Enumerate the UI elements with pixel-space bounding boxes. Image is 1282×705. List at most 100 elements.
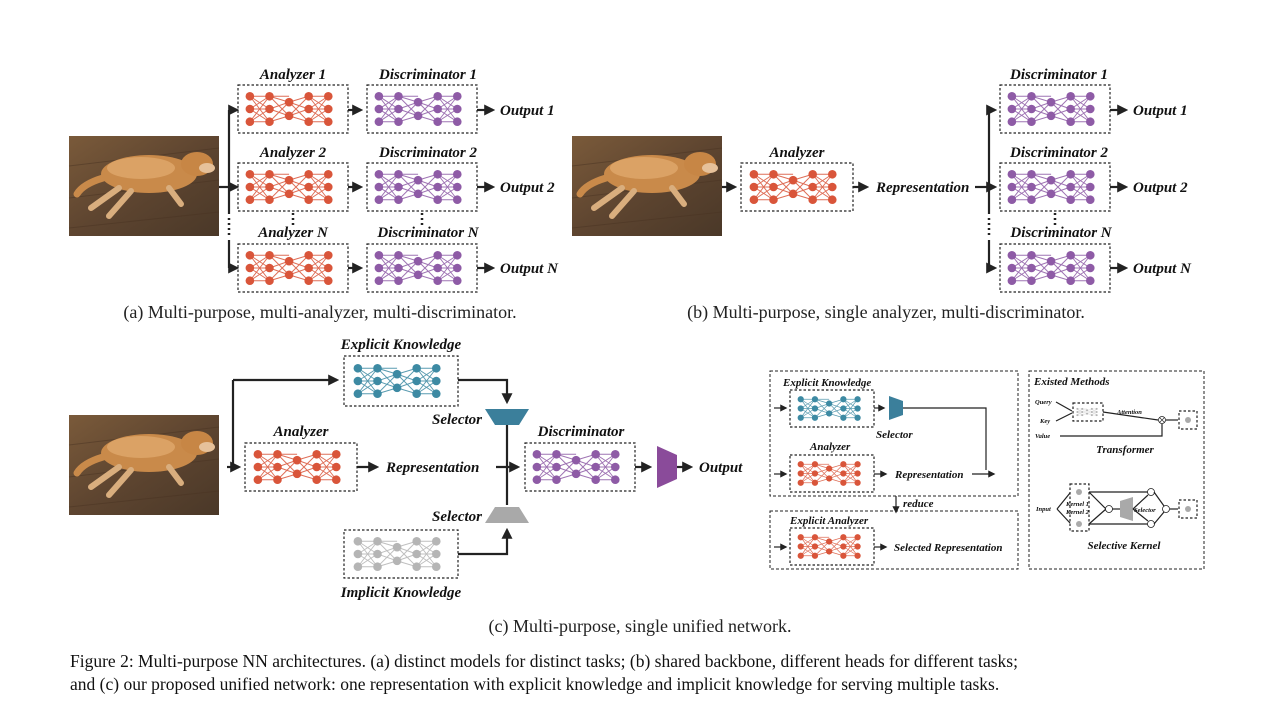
discriminator-1-label-b: Discriminator 1 bbox=[1009, 67, 1108, 83]
sk-add-output-icon bbox=[1162, 505, 1170, 513]
figure-caption: Figure 2: Multi-purpose NN architectures… bbox=[70, 650, 1220, 696]
analyzer-n-network bbox=[245, 250, 333, 286]
value-label: Value bbox=[1035, 433, 1050, 440]
transformer-nn bbox=[1076, 407, 1098, 417]
analyzer-network-b bbox=[749, 169, 837, 205]
inset-right: Existed Methods Query Key Value Attentio… bbox=[1028, 370, 1205, 570]
panel-b: Analyzer Representation Discriminator 1 … bbox=[572, 67, 1192, 323]
query-label: Query bbox=[1035, 399, 1052, 406]
output-n-label-b: Output N bbox=[1133, 261, 1192, 277]
implicit-knowledge-label: Implicit Knowledge bbox=[340, 585, 462, 601]
discriminator-1-network-b bbox=[1007, 91, 1095, 127]
output-1-label-b: Output 1 bbox=[1133, 103, 1188, 119]
explicit-selector-shape bbox=[485, 409, 529, 425]
sk-output-box bbox=[1178, 499, 1198, 519]
output-head-shape bbox=[657, 446, 677, 488]
inset-explicit-analyzer-box bbox=[789, 527, 875, 566]
sk-selector-label: Selector bbox=[1134, 507, 1156, 514]
inset-selected-representation-label: Selected Representation bbox=[894, 542, 1002, 554]
figure-caption-line2: and (c) our proposed unified network: on… bbox=[70, 674, 1000, 694]
analyzer-label-b: Analyzer bbox=[768, 145, 824, 161]
kernel2-label: Kernel 2 bbox=[1065, 509, 1090, 516]
kernel-box bbox=[1069, 483, 1090, 532]
sk-multiply-top-icon bbox=[1147, 488, 1155, 496]
discriminator-2-network bbox=[374, 169, 462, 205]
inset-left-top-frame bbox=[769, 370, 1019, 497]
inset-right-frame bbox=[1028, 370, 1205, 570]
inset-explicit-analyzer-label: Explicit Analyzer bbox=[789, 515, 869, 527]
analyzer-n-label: Analyzer N bbox=[257, 225, 329, 241]
output-label-c: Output bbox=[699, 460, 743, 476]
discriminator-1-label: Discriminator 1 bbox=[378, 67, 477, 83]
analyzer-n-box bbox=[237, 243, 349, 293]
kernel1-label: Kernel 1 bbox=[1065, 501, 1089, 508]
discriminator-network-c bbox=[532, 449, 620, 485]
output-2-label: Output 2 bbox=[500, 180, 555, 196]
inset-selector-label: Selector bbox=[876, 429, 913, 441]
discriminator-n-box bbox=[366, 243, 478, 293]
inset-analyzer-box bbox=[789, 454, 875, 493]
caption-a: (a) Multi-purpose, multi-analyzer, multi… bbox=[123, 302, 516, 323]
attention-label: Attention bbox=[1116, 409, 1142, 416]
inset-analyzer-label: Analyzer bbox=[809, 441, 851, 453]
caption-c: (c) Multi-purpose, single unified networ… bbox=[489, 616, 792, 637]
sk-selector-shape bbox=[1120, 497, 1133, 521]
discriminator-2-box bbox=[366, 162, 478, 212]
inset-representation-label: Representation bbox=[894, 469, 963, 481]
inset-left-bottom-frame bbox=[769, 510, 1019, 570]
discriminator-1-network bbox=[374, 91, 462, 127]
explicit-selector-label: Selector bbox=[432, 412, 482, 428]
representation-label-c: Representation bbox=[385, 460, 479, 476]
output-n-label: Output N bbox=[500, 261, 559, 277]
discriminator-n-label-b: Discriminator N bbox=[1009, 225, 1112, 241]
analyzer-1-box bbox=[237, 84, 349, 134]
discriminator-n-label: Discriminator N bbox=[376, 225, 479, 241]
inset-explicit-knowledge-label: Explicit Knowledge bbox=[782, 377, 871, 389]
transformer-nn-box bbox=[1072, 402, 1104, 422]
existed-methods-title: Existed Methods bbox=[1033, 376, 1109, 388]
analyzer-1-network bbox=[245, 91, 333, 127]
analyzer-2-box bbox=[237, 162, 349, 212]
explicit-knowledge-network bbox=[353, 363, 441, 399]
dog-image-c bbox=[69, 415, 219, 515]
implicit-selector-shape bbox=[485, 507, 529, 523]
inset-reduce-label: reduce bbox=[903, 498, 934, 510]
panel-a: Analyzer 1 Discriminator 1 Output 1 Anal… bbox=[69, 67, 559, 323]
caption-b: (b) Multi-purpose, single analyzer, mult… bbox=[687, 302, 1085, 323]
selective-kernel-label: Selective Kernel bbox=[1087, 540, 1161, 552]
discriminator-n-network-b bbox=[1007, 250, 1095, 286]
inset-explicit-network bbox=[797, 396, 861, 421]
discriminator-n-box-b bbox=[999, 243, 1111, 293]
analyzer-2-network bbox=[245, 169, 333, 205]
discriminator-2-label: Discriminator 2 bbox=[378, 145, 477, 161]
output-1-label: Output 1 bbox=[500, 103, 555, 119]
explicit-knowledge-label: Explicit Knowledge bbox=[340, 337, 462, 353]
figure-caption-line1: Figure 2: Multi-purpose NN architectures… bbox=[70, 651, 1018, 671]
discriminator-box-c bbox=[524, 442, 636, 492]
dog-image-b bbox=[572, 136, 722, 236]
transformer-label: Transformer bbox=[1096, 444, 1154, 456]
panel-c: Explicit Knowledge Selector Analyzer Rep… bbox=[69, 337, 791, 637]
dog-image-a bbox=[69, 136, 219, 236]
inset-analyzer-network bbox=[797, 461, 861, 486]
representation-label-b: Representation bbox=[875, 180, 969, 196]
analyzer-network-c bbox=[253, 449, 341, 485]
discriminator-1-box-b bbox=[999, 84, 1111, 134]
discriminator-2-label-b: Discriminator 2 bbox=[1009, 145, 1108, 161]
inset-explicit-box bbox=[789, 389, 875, 428]
analyzer-2-label: Analyzer 2 bbox=[259, 145, 327, 161]
discriminator-2-network-b bbox=[1007, 169, 1095, 205]
inset-selector-shape bbox=[889, 396, 903, 420]
inset-left: Explicit Knowledge Selector Analyzer Rep… bbox=[769, 370, 1019, 570]
sk-multiply-bottom-icon bbox=[1147, 520, 1155, 528]
analyzer-label-c: Analyzer bbox=[272, 424, 328, 440]
inset-explicit-analyzer-network bbox=[797, 534, 861, 559]
implicit-selector-label: Selector bbox=[432, 509, 482, 525]
discriminator-1-box bbox=[366, 84, 478, 134]
discriminator-2-box-b bbox=[999, 162, 1111, 212]
discriminator-label-c: Discriminator bbox=[537, 424, 625, 440]
implicit-knowledge-network bbox=[353, 536, 441, 572]
transformer-output-box bbox=[1178, 410, 1198, 430]
input-label: Input bbox=[1035, 506, 1051, 513]
